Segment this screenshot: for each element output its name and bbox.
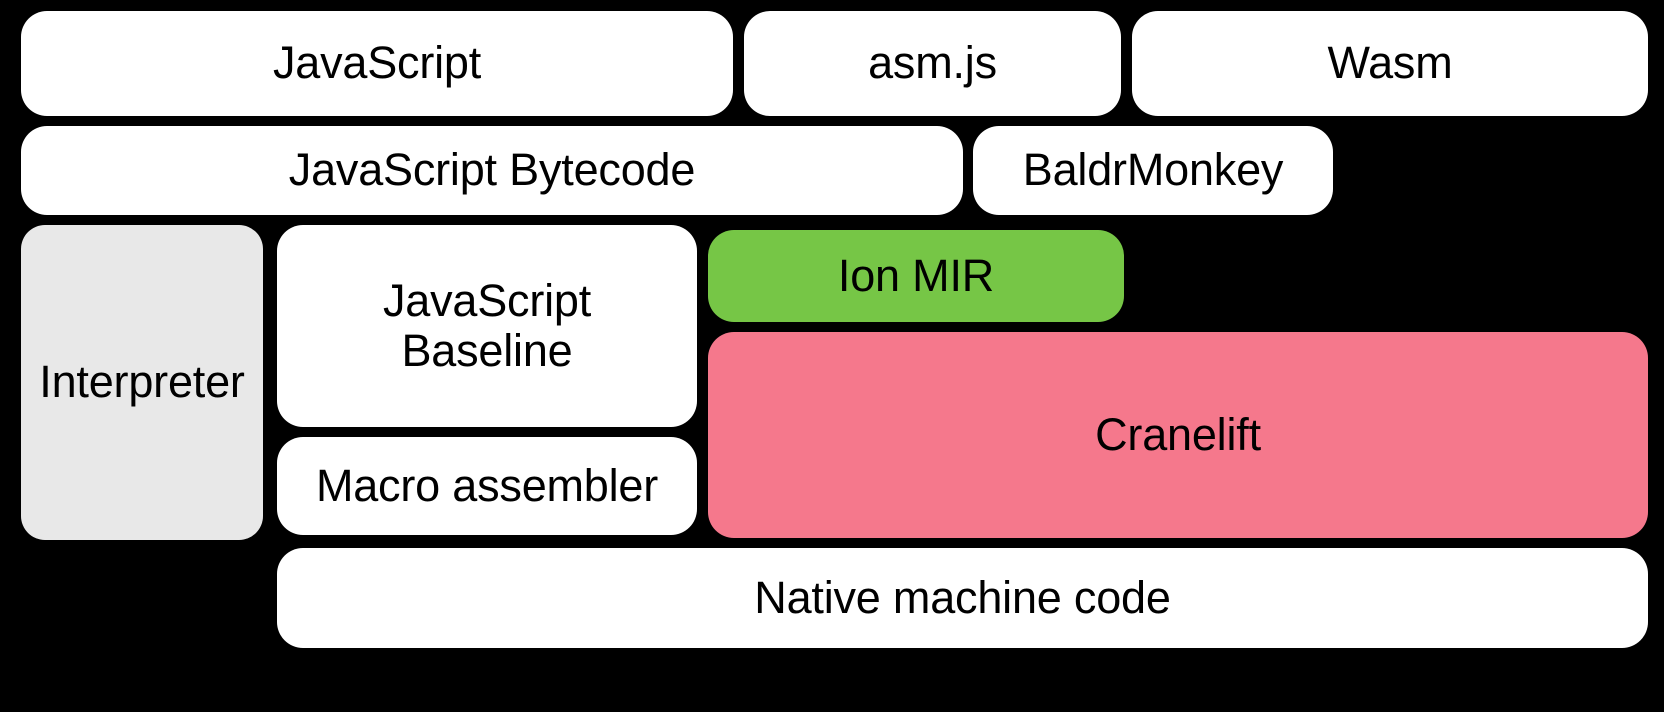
box-asm-js: asm.js: [744, 11, 1121, 116]
box-javascript-bytecode: JavaScript Bytecode: [21, 126, 963, 215]
box-macro-assembler: Macro assembler: [277, 437, 697, 535]
box-wasm: Wasm: [1132, 11, 1648, 116]
box-baldrmonkey: BaldrMonkey: [973, 126, 1333, 215]
box-javascript: JavaScript: [21, 11, 733, 116]
box-javascript-baseline: JavaScript Baseline: [277, 225, 697, 427]
box-interpreter: Interpreter: [21, 225, 263, 540]
box-cranelift: Cranelift: [708, 332, 1648, 538]
box-native-machine-code: Native machine code: [277, 548, 1648, 648]
box-ion-mir: Ion MIR: [708, 230, 1124, 322]
